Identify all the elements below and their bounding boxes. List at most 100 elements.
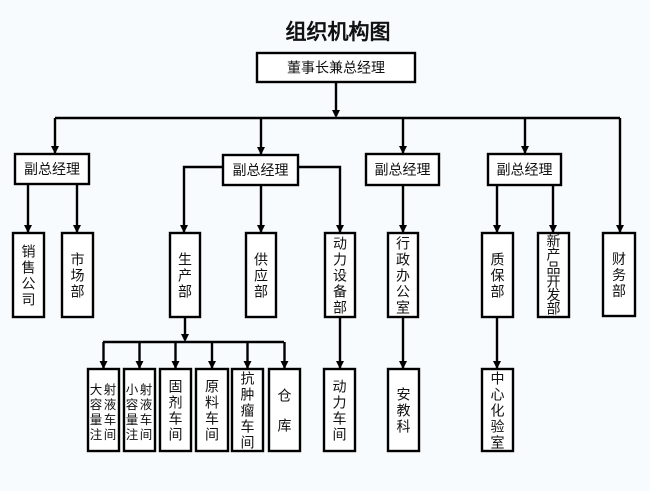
node-label-char: 间 [333,427,347,443]
node-box [267,367,302,453]
node-label-char: 射 [140,382,153,397]
node-label-char: 供 [254,252,268,268]
node-label-char: 验 [491,419,505,435]
node-box [601,231,637,318]
node-label-char: 公 [22,276,36,292]
arrowhead-icon [280,361,289,369]
node-label-char: 车 [205,410,219,427]
node-label-char: 量 [126,412,139,427]
node-box [386,231,420,319]
node-box [364,152,441,187]
node-box [322,367,357,453]
node-box [536,231,571,319]
node-box [13,152,91,186]
arrowhead-icon [181,334,189,342]
node-label: 董事长兼总经理 [287,61,385,77]
node-box [255,51,417,84]
node-box [244,231,278,319]
org-node-vp1: 副总经理 [13,152,91,186]
arrowhead-icon [521,146,529,154]
node-box [486,152,563,187]
node-box [86,367,121,453]
node-label-char: 液 [140,397,153,412]
node-label-char: 抗 [241,371,255,387]
node-label-char: 部 [333,300,347,316]
node-label-char: 注 [90,427,103,442]
node-label-char: 司 [22,292,36,308]
node-box [230,367,265,453]
node-label-char: 部 [178,284,192,300]
node-label: 副总经理 [375,163,431,179]
node-label-char: 车 [333,410,347,427]
node-box [168,231,202,319]
node-label-char: 部 [254,284,268,300]
node-label-char: 动 [333,236,347,252]
node-label-char: 固 [169,379,183,395]
node-label-char: 室 [491,434,505,451]
node-box [480,231,515,319]
node-box [480,367,515,453]
arrowhead-icon [332,110,340,118]
node-label-char: 开 [547,275,561,291]
node-label-char: 原 [205,379,219,395]
node-label-char: 产 [547,248,561,264]
arrowhead-icon [24,225,32,233]
node-label-char: 容 [126,397,139,412]
node-label: 副总经理 [24,162,80,178]
node-label-char: 保 [491,268,505,284]
arrowhead-icon [399,225,407,233]
node-box [60,231,95,319]
node-label-char: 化 [491,403,505,419]
node-label-char: 间 [104,427,117,442]
node-label-char: 仓 [278,388,292,404]
node-label-char: 力 [333,395,347,411]
org-node-safety: 安教科 [386,367,421,453]
org-node-ceo: 董事长兼总经理 [255,51,417,84]
node-box [158,367,193,453]
node-label-char: 行 [396,236,410,252]
node-label-char: 容 [90,397,103,412]
node-label-char: 生 [178,252,192,268]
node-box [386,367,421,453]
node-label-char: 间 [241,435,255,451]
arrowhead-icon [616,225,624,233]
org-node-vp2: 副总经理 [221,153,300,187]
org-node-vp4: 副总经理 [486,152,563,187]
node-box [323,231,357,319]
node-label-char: 力 [333,252,347,268]
node-label-char: 车 [140,412,153,427]
node-label-char: 产 [178,268,192,284]
node-label-char: 部 [547,302,561,318]
arrowhead-icon [180,225,188,233]
org-node-qa: 质保部 [480,231,515,319]
node-label-char: 库 [278,418,292,434]
node-label-char: 肿 [241,387,255,403]
arrowhead-icon [171,361,180,369]
node-label-char: 财 [612,252,626,268]
node-label-char: 心 [491,387,505,403]
org-node-vp3: 副总经理 [364,152,441,187]
org-node-warehouse: 仓库 [267,367,302,453]
node-label-char: 室 [396,299,410,316]
node-label-char: 间 [205,427,219,443]
arrowhead-icon [336,361,344,369]
node-label-char: 部 [71,284,85,300]
node-label-char: 公 [396,284,410,300]
node-label-char: 车 [241,418,255,435]
node-label-char: 教 [397,403,411,419]
connector-vp2-production [182,165,223,233]
arrowhead-icon [51,146,59,154]
node-label: 副总经理 [233,163,289,179]
node-label-char: 射 [104,382,117,397]
org-node-market: 市场部 [60,231,95,319]
node-label-char: 市 [71,251,85,268]
node-label-char: 销 [22,244,36,260]
node-label-char: 办 [396,268,410,284]
